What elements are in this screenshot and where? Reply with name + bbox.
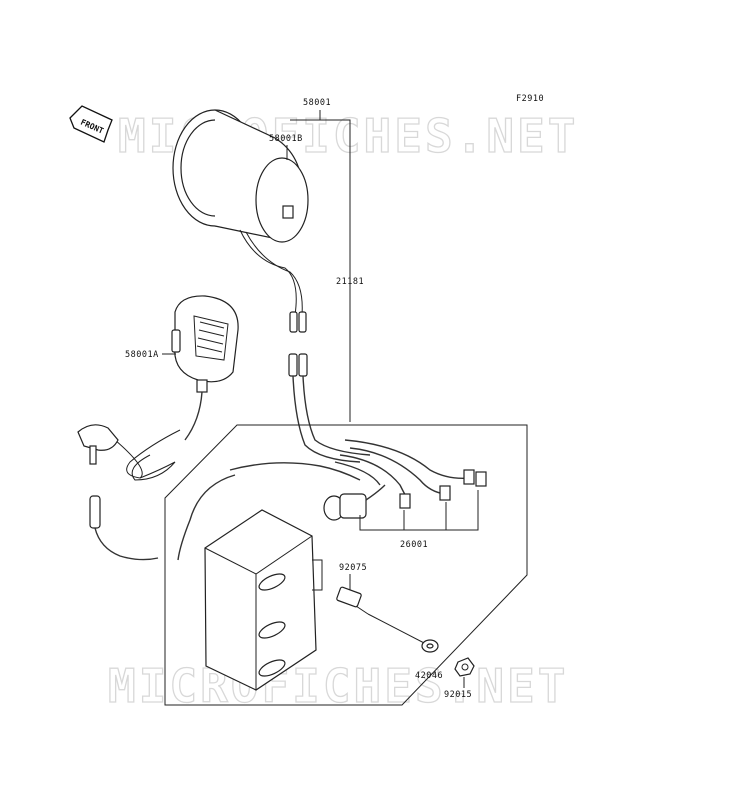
microphone-icon xyxy=(77,295,239,481)
bolt-icon xyxy=(336,586,369,615)
bracket-icon xyxy=(204,509,323,691)
label-21181: 21181 xyxy=(336,277,364,287)
nut-icon xyxy=(454,657,475,677)
lead-wire-connector-icon xyxy=(288,353,371,463)
assembly-outline xyxy=(164,424,528,706)
front-arrow-icon: FRONT xyxy=(69,105,113,143)
label-92075: 92075 xyxy=(339,563,367,573)
label-58001: 58001 xyxy=(303,98,331,108)
figure-code: F2910 xyxy=(516,94,544,104)
label-92015: 92015 xyxy=(444,690,472,700)
watermark-bottom: MICROFICHES.NET xyxy=(108,659,568,713)
label-26001: 26001 xyxy=(400,540,428,550)
cable-plug-icon xyxy=(89,495,159,561)
speaker-icon xyxy=(172,109,309,333)
label-58001a: 58001A xyxy=(125,350,159,360)
washer-icon xyxy=(367,613,439,653)
wiring-harness-icon xyxy=(177,439,487,561)
label-42046: 42046 xyxy=(415,671,443,681)
label-58001b: 58001B xyxy=(269,134,303,144)
